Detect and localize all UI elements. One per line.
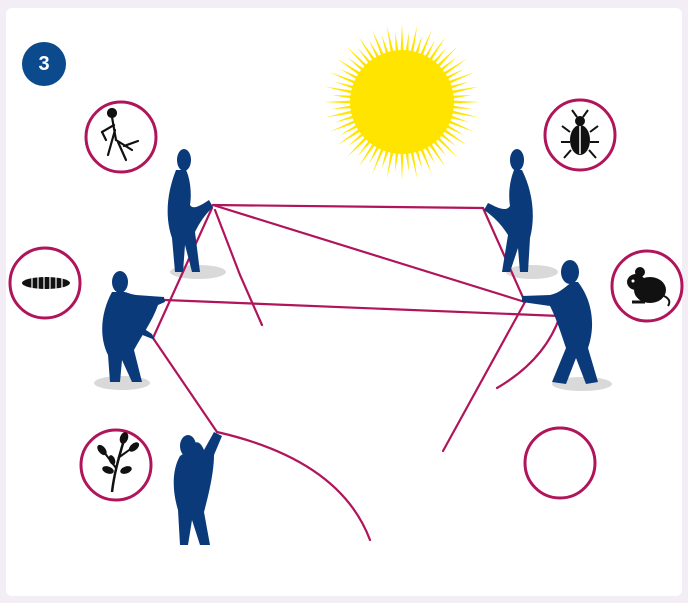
sun-core: [350, 50, 454, 154]
person-figure-mantis: [168, 149, 213, 272]
ring-mantis: [86, 102, 156, 172]
rope-mouse-curl: [497, 316, 560, 388]
food-web-ropes: [153, 205, 560, 540]
person-figure-caterpillar: [102, 271, 165, 382]
step-number-badge: 3: [22, 42, 66, 86]
rope-mantis-beetle: [213, 205, 483, 208]
rope-caterpillar-mouse: [165, 300, 560, 316]
figures: [102, 149, 598, 545]
rope-plant-loose-end: [217, 432, 370, 540]
rope-caterpillar-plant: [153, 338, 217, 432]
sun-icon: [324, 24, 480, 180]
person-figure-plant: [174, 432, 222, 545]
rope-mantis-loose-end: [215, 210, 262, 325]
rope-mantis-mouse: [213, 205, 525, 302]
caterpillar-icon: [22, 277, 70, 289]
ground-shadows: [94, 265, 612, 391]
person-figure-beetle: [484, 149, 533, 272]
ring-empty: [525, 428, 595, 498]
